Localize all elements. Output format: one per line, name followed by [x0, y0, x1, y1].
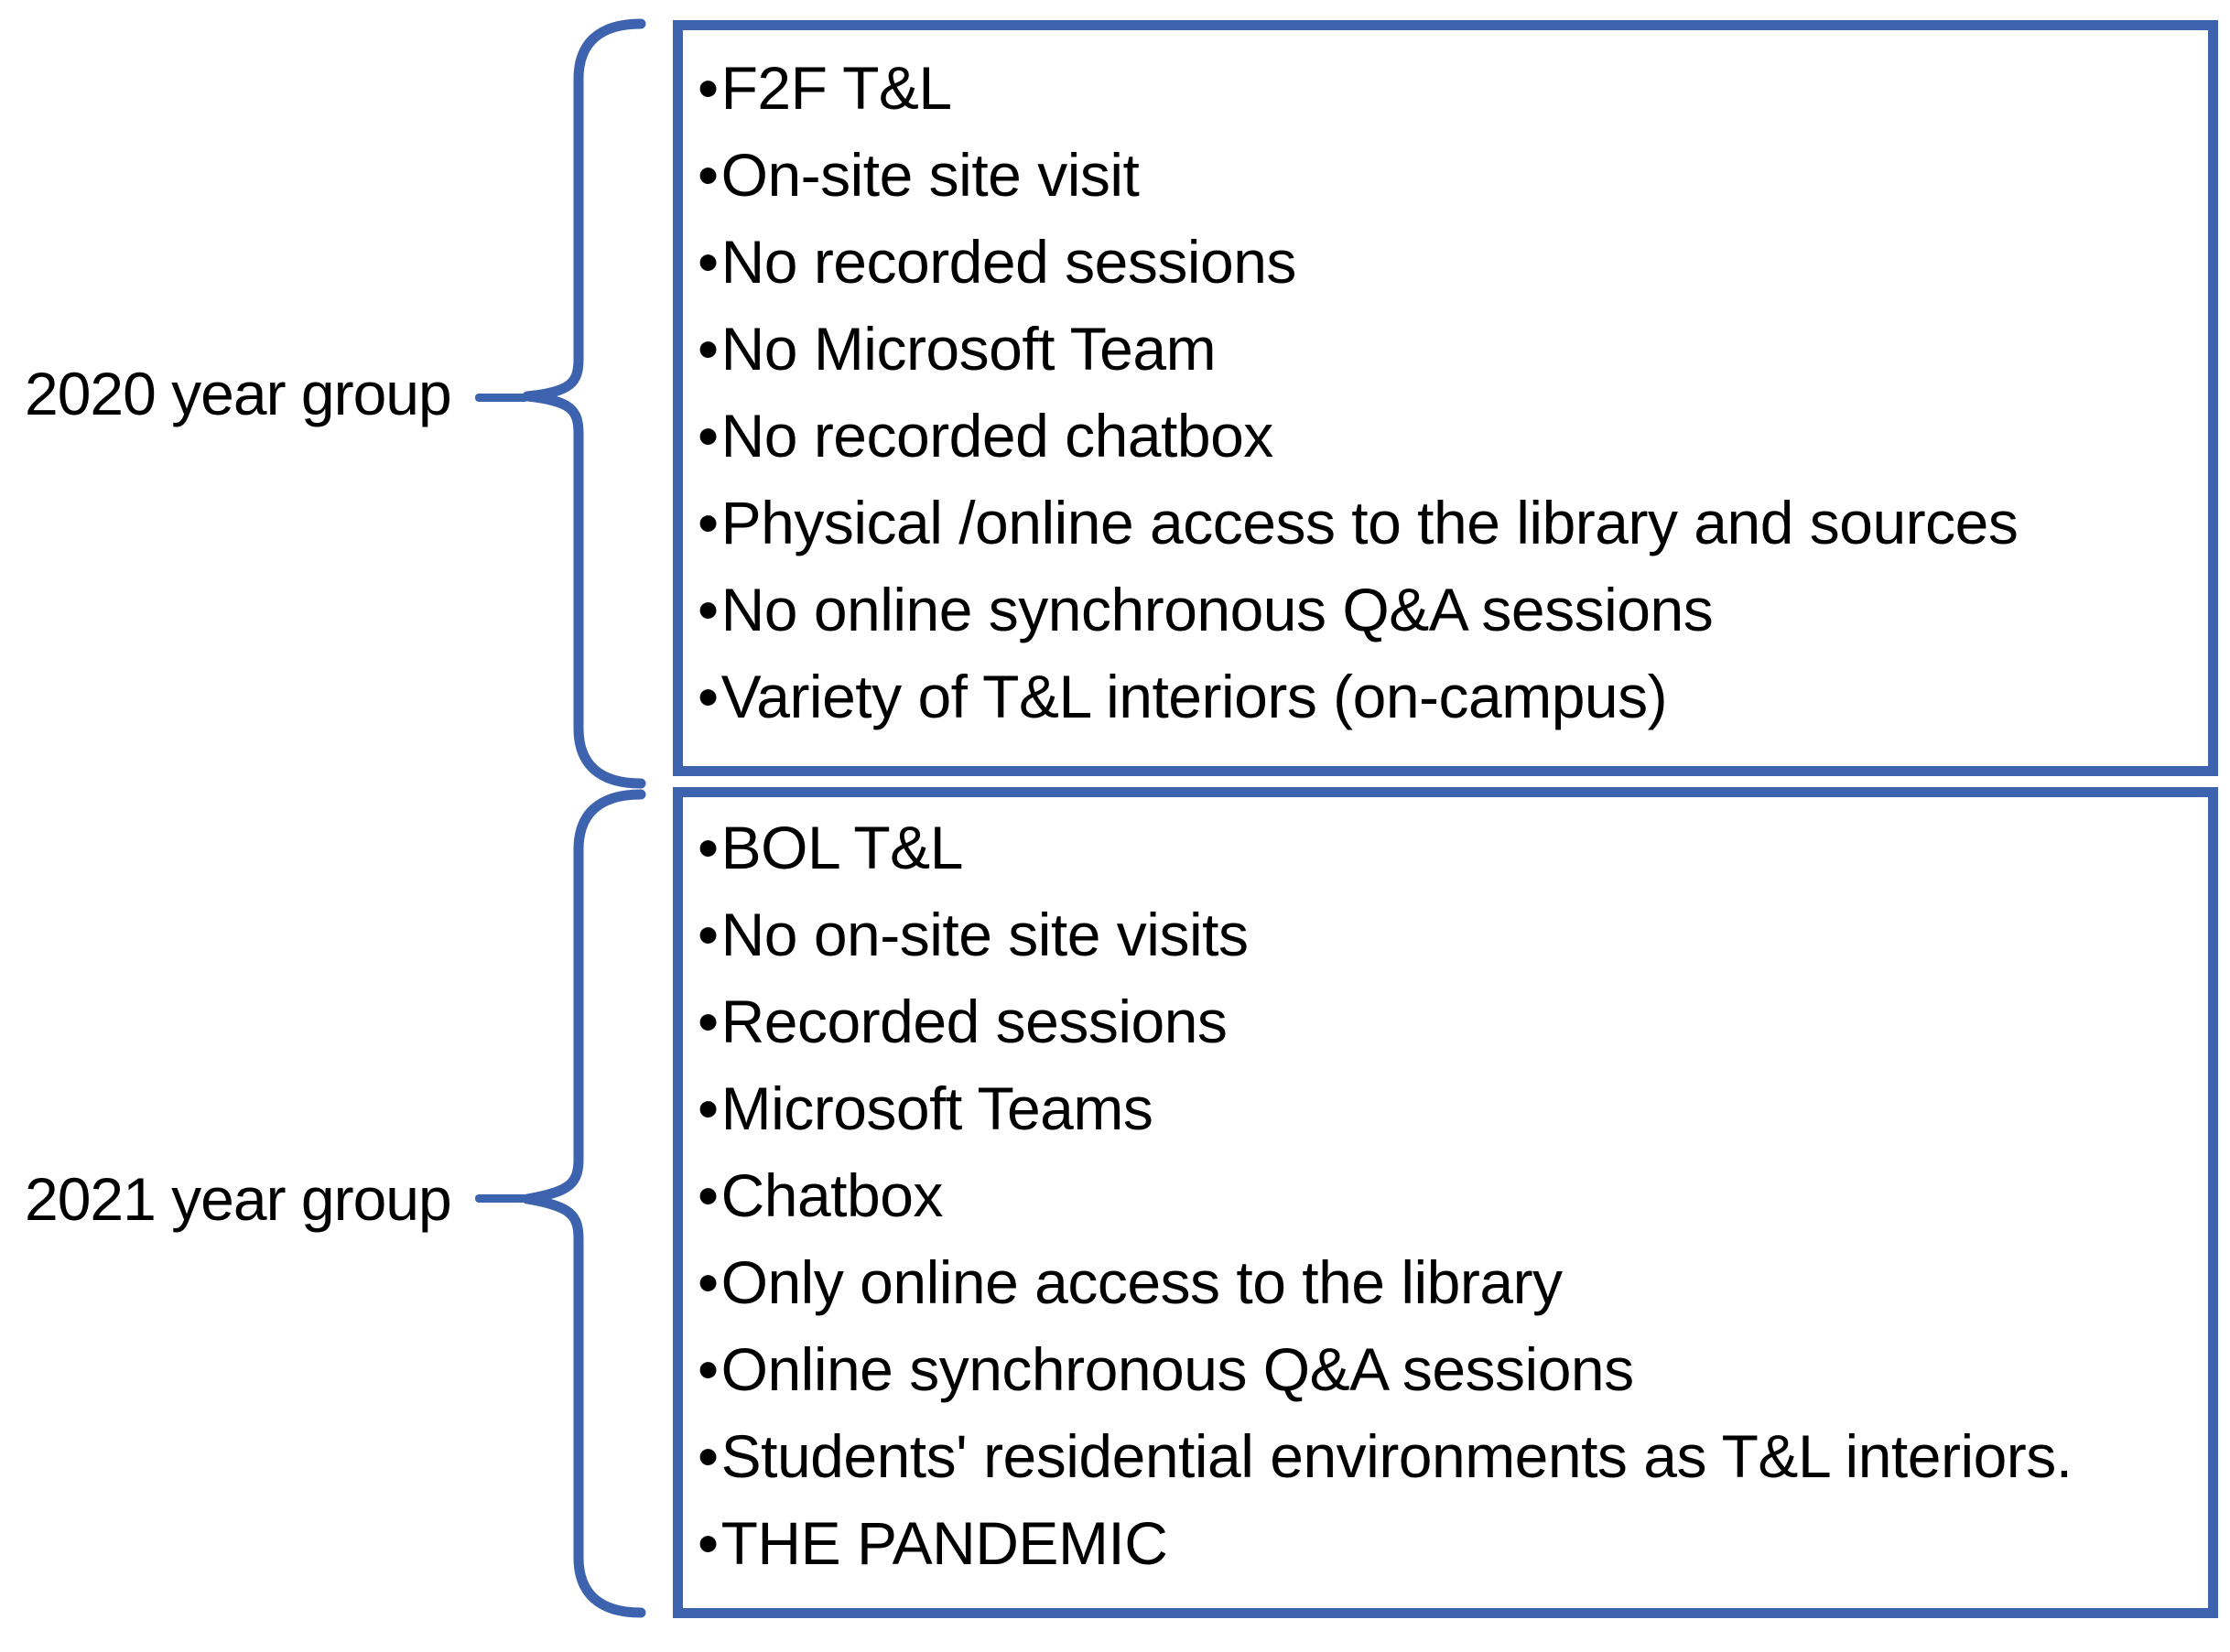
bullet-item: •Recorded sessions: [698, 978, 2195, 1065]
bullet-item-text: Microsoft Teams: [720, 1074, 1153, 1142]
bullet-item: •On-site site visit: [698, 132, 2195, 219]
bullet-marker-icon: •: [698, 315, 719, 383]
bullet-item-text: Variety of T&L interiors (on-campus): [720, 663, 1668, 730]
bullet-item: •Physical /online access to the library …: [698, 480, 2195, 567]
bullet-item-text: Students' residential environments as T&…: [720, 1422, 2073, 1490]
curly-brace-icon-2020: [522, 18, 646, 789]
bullet-item-text: No online synchronous Q&A sessions: [720, 576, 1714, 643]
feature-list-2020: •F2F T&L•On-site site visit•No recorded …: [683, 30, 2208, 740]
bullet-item: •No on-site site visits: [698, 891, 2195, 978]
bullet-item-text: BOL T&L: [720, 814, 964, 881]
bullet-marker-icon: •: [698, 1509, 719, 1577]
bullet-marker-icon: •: [698, 576, 719, 643]
label-connector-line-2020: [475, 394, 528, 402]
bullet-marker-icon: •: [698, 141, 719, 209]
bullet-item-text: Chatbox: [720, 1161, 944, 1229]
year-group-label-2020: 2020 year group: [25, 360, 452, 427]
bullet-item-text: Recorded sessions: [720, 988, 1228, 1055]
bullet-item-text: No Microsoft Team: [720, 315, 1217, 383]
bullet-marker-icon: •: [698, 54, 719, 122]
bullet-item-text: F2F T&L: [720, 54, 953, 122]
feature-list-2021: •BOL T&L•No on-site site visits•Recorded…: [683, 797, 2208, 1587]
curly-brace-icon-2021: [522, 789, 646, 1618]
bullet-item: •No recorded chatbox: [698, 393, 2195, 480]
bullet-item: •No online synchronous Q&A sessions: [698, 567, 2195, 653]
bullet-item-text: Physical /online access to the library a…: [720, 489, 2019, 556]
bullet-item-text: Online synchronous Q&A sessions: [720, 1335, 1635, 1403]
bullet-marker-icon: •: [698, 228, 719, 296]
bullet-item: •THE PANDEMIC: [698, 1500, 2195, 1587]
label-connector-line-2021: [475, 1194, 528, 1203]
bullet-marker-icon: •: [698, 1248, 719, 1316]
bullet-item: •Only online access to the library: [698, 1239, 2195, 1326]
bullet-item-text: No recorded sessions: [720, 228, 1297, 296]
bullet-marker-icon: •: [698, 1422, 719, 1490]
bullet-marker-icon: •: [698, 988, 719, 1055]
bullet-item: •Students' residential environments as T…: [698, 1413, 2195, 1500]
bullet-item-text: No on-site site visits: [720, 901, 1249, 968]
bullet-marker-icon: •: [698, 489, 719, 556]
bullet-item: •BOL T&L: [698, 804, 2195, 891]
bullet-item: •Online synchronous Q&A sessions: [698, 1326, 2195, 1413]
bullet-marker-icon: •: [698, 1161, 719, 1229]
bullet-marker-icon: •: [698, 814, 719, 881]
bullet-item-text: THE PANDEMIC: [720, 1509, 1168, 1577]
bullet-item: •Microsoft Teams: [698, 1065, 2195, 1152]
bullet-item-text: On-site site visit: [720, 141, 1140, 209]
feature-box-2021: •BOL T&L•No on-site site visits•Recorded…: [673, 787, 2218, 1618]
bullet-marker-icon: •: [698, 1335, 719, 1403]
bullet-item: •Chatbox: [698, 1152, 2195, 1239]
feature-box-2020: •F2F T&L•On-site site visit•No recorded …: [673, 20, 2218, 776]
bullet-marker-icon: •: [698, 663, 719, 730]
bullet-marker-icon: •: [698, 1074, 719, 1142]
bullet-item-text: No recorded chatbox: [720, 402, 1274, 470]
bullet-item: •Variety of T&L interiors (on-campus): [698, 653, 2195, 740]
bullet-marker-icon: •: [698, 402, 719, 470]
bullet-item: •F2F T&L: [698, 45, 2195, 132]
bullet-item: •No recorded sessions: [698, 219, 2195, 306]
bullet-item: •No Microsoft Team: [698, 306, 2195, 393]
bullet-item-text: Only online access to the library: [720, 1248, 1563, 1316]
bullet-marker-icon: •: [698, 901, 719, 968]
year-group-label-2021: 2021 year group: [25, 1165, 452, 1233]
